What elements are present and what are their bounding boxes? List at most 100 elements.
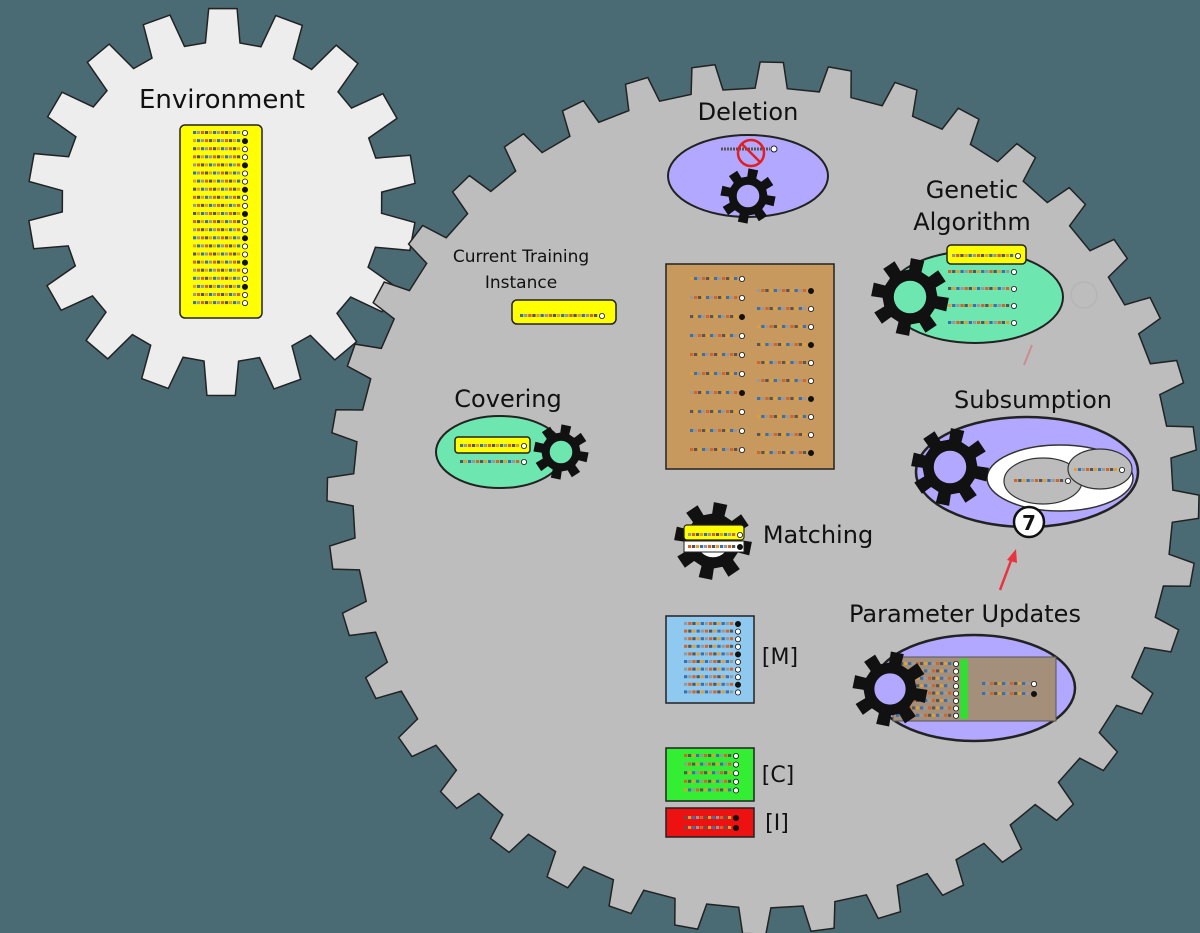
rule-row bbox=[690, 389, 746, 396]
rule-row bbox=[757, 359, 815, 366]
rule-row bbox=[193, 178, 248, 185]
rule-row bbox=[948, 319, 1018, 326]
gear-icon bbox=[911, 428, 989, 506]
match-set-box bbox=[665, 615, 755, 704]
match-set-label: [M] bbox=[762, 645, 798, 670]
rule-row bbox=[193, 251, 248, 258]
rule-row bbox=[193, 154, 248, 161]
subsumption-module: Subsumption bbox=[911, 386, 1140, 529]
rule-row bbox=[684, 787, 740, 794]
correct-set-rules bbox=[684, 753, 740, 794]
gear-icon-hub bbox=[873, 672, 907, 706]
gear-icon-hub bbox=[892, 279, 928, 315]
rule-row bbox=[193, 300, 248, 307]
rule-row bbox=[684, 681, 742, 688]
training-instance-box bbox=[511, 299, 617, 325]
population-rules bbox=[690, 275, 815, 456]
gear-icon bbox=[852, 651, 928, 727]
rule-row bbox=[690, 332, 746, 339]
rule-row bbox=[757, 377, 815, 384]
rule-row bbox=[460, 458, 528, 465]
rule-row bbox=[757, 323, 815, 330]
population-box bbox=[665, 263, 835, 470]
gear-icon-hub bbox=[548, 439, 574, 465]
ga-faded-badge bbox=[1070, 281, 1098, 309]
rule-row bbox=[193, 210, 248, 217]
rule-row bbox=[193, 138, 248, 145]
rule-row bbox=[982, 691, 1038, 698]
rule-row bbox=[690, 446, 746, 453]
match-set: [M] bbox=[665, 615, 798, 704]
ga-offspring-rules bbox=[948, 252, 1022, 326]
rule-row bbox=[684, 770, 740, 777]
ga-title-line1: Genetic bbox=[926, 176, 1019, 204]
covering-rules bbox=[460, 442, 528, 465]
rule-row bbox=[684, 666, 742, 673]
incorrect-set-rules bbox=[684, 815, 740, 832]
rule-row bbox=[690, 408, 746, 415]
rule-row bbox=[688, 532, 744, 539]
population bbox=[665, 263, 835, 470]
rule-row bbox=[757, 305, 815, 312]
rule-row bbox=[757, 413, 815, 420]
rule-row bbox=[193, 259, 248, 266]
gear-icon-hub bbox=[932, 449, 968, 485]
subsumption-rules bbox=[1014, 466, 1126, 484]
incorrect-set-box bbox=[665, 807, 755, 838]
training-instance: Current Training Instance bbox=[453, 247, 617, 325]
step-badge-circle bbox=[1012, 505, 1046, 539]
rule-row bbox=[1074, 466, 1126, 473]
training-instance-label-line2: Instance bbox=[485, 273, 557, 293]
matching-module: Matching bbox=[674, 502, 873, 580]
rule-row bbox=[193, 283, 248, 290]
incorrect-set-label: [I] bbox=[765, 811, 789, 836]
step-badge-number: 7 bbox=[1022, 511, 1036, 535]
rule-row bbox=[193, 146, 248, 153]
gear-icon bbox=[871, 258, 949, 336]
match-set-rules bbox=[684, 621, 742, 696]
gear-icon-hub bbox=[735, 183, 761, 209]
environment-rows bbox=[193, 129, 248, 307]
rule-row bbox=[1014, 477, 1072, 484]
parameter-updates-module: Parameter Updates bbox=[849, 600, 1081, 743]
rule-row bbox=[193, 129, 248, 136]
rule-row bbox=[684, 651, 742, 658]
rule-row bbox=[193, 194, 248, 201]
rule-row bbox=[193, 170, 248, 177]
rule-row bbox=[193, 243, 248, 250]
rule-row bbox=[684, 674, 742, 681]
rule-row bbox=[690, 313, 746, 320]
training-instance-label-line1: Current Training bbox=[453, 247, 589, 267]
step-badge: 7 bbox=[1012, 505, 1046, 539]
rule-row bbox=[948, 268, 1018, 275]
genetic-algorithm-module: Genetic Algorithm bbox=[871, 176, 1098, 344]
rule-row bbox=[952, 252, 1022, 259]
rule-row bbox=[193, 267, 248, 274]
rule-row bbox=[684, 761, 740, 768]
rule-row bbox=[193, 227, 248, 234]
matching-instance-box bbox=[683, 524, 745, 541]
rule-row bbox=[757, 431, 815, 438]
faint-arrow bbox=[1023, 344, 1033, 366]
rule-row bbox=[193, 202, 248, 209]
matching-rules bbox=[688, 532, 744, 551]
environment-gear: Environment bbox=[28, 7, 416, 397]
rule-row bbox=[757, 395, 815, 402]
ga-title-line2: Algorithm bbox=[913, 208, 1031, 236]
environment-dataset bbox=[179, 124, 263, 319]
deletion-module: Deletion bbox=[667, 98, 829, 224]
parameter-updates-green-strip bbox=[960, 659, 968, 719]
rule-row bbox=[684, 621, 742, 628]
rule-row bbox=[684, 643, 742, 650]
training-instance-rule bbox=[520, 312, 606, 319]
covering-title: Covering bbox=[454, 385, 561, 413]
rule-row bbox=[684, 825, 740, 832]
subsumption-title: Subsumption bbox=[954, 386, 1112, 414]
rule-row bbox=[520, 312, 606, 319]
rule-row bbox=[193, 235, 248, 242]
incorrect-set: [I] bbox=[665, 807, 789, 838]
rule-row bbox=[193, 162, 248, 169]
environment-title: Environment bbox=[139, 85, 305, 115]
parameter-updates-title: Parameter Updates bbox=[849, 600, 1081, 628]
arrow-icon bbox=[998, 549, 1017, 591]
